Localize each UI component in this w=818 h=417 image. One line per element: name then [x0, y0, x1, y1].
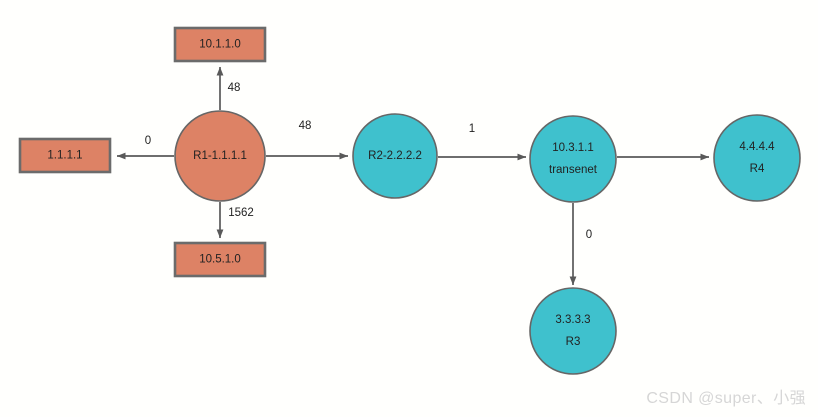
- edges-layer: [116, 66, 710, 286]
- net-10-5-1-0[interactable]: 10.5.1.0: [173, 241, 267, 278]
- router-r4-shape: [713, 114, 801, 202]
- router-transenet-shape: [529, 115, 617, 203]
- nodes-layer: 1.1.1.1 10.1.1.0 10.5.1.0 R1-1.1.1.1 R2-2.2.…: [18, 26, 801, 375]
- router-r2[interactable]: R2-2.2.2.2: [352, 113, 438, 199]
- net-10-1-1-0-shape: [173, 26, 267, 63]
- router-r3[interactable]: 3.3.3.3R3: [529, 287, 617, 375]
- router-r1-shape: [174, 110, 266, 202]
- csdn-watermark: CSDN @super、小强: [646, 390, 806, 407]
- edge-r1-to-r2-cost-label: 48: [299, 120, 312, 132]
- router-r2-shape: [352, 113, 438, 199]
- edge-transenet-to-r3-cost-label: 0: [586, 229, 592, 241]
- router-r1[interactable]: R1-1.1.1.1: [174, 110, 266, 202]
- edge-r2-to-transenet-cost-label: 1: [469, 123, 475, 135]
- edge-r1-to-10-5-1-0-cost-label: 1562: [228, 207, 254, 219]
- net-1-1-1-1-shape: [18, 137, 112, 174]
- net-10-1-1-0[interactable]: 10.1.1.0: [173, 26, 267, 63]
- net-10-5-1-0-shape: [173, 241, 267, 278]
- net-1-1-1-1[interactable]: 1.1.1.1: [18, 137, 112, 174]
- router-r4[interactable]: 4.4.4.4R4: [713, 114, 801, 202]
- router-r3-shape: [529, 287, 617, 375]
- edge-r1-to-1-1-1-1-cost-label: 0: [145, 135, 151, 147]
- edge-r1-to-10-1-1-0-cost-label: 48: [228, 82, 241, 94]
- edge-labels-layer: 0 48 1562 48 1 0: [145, 82, 592, 241]
